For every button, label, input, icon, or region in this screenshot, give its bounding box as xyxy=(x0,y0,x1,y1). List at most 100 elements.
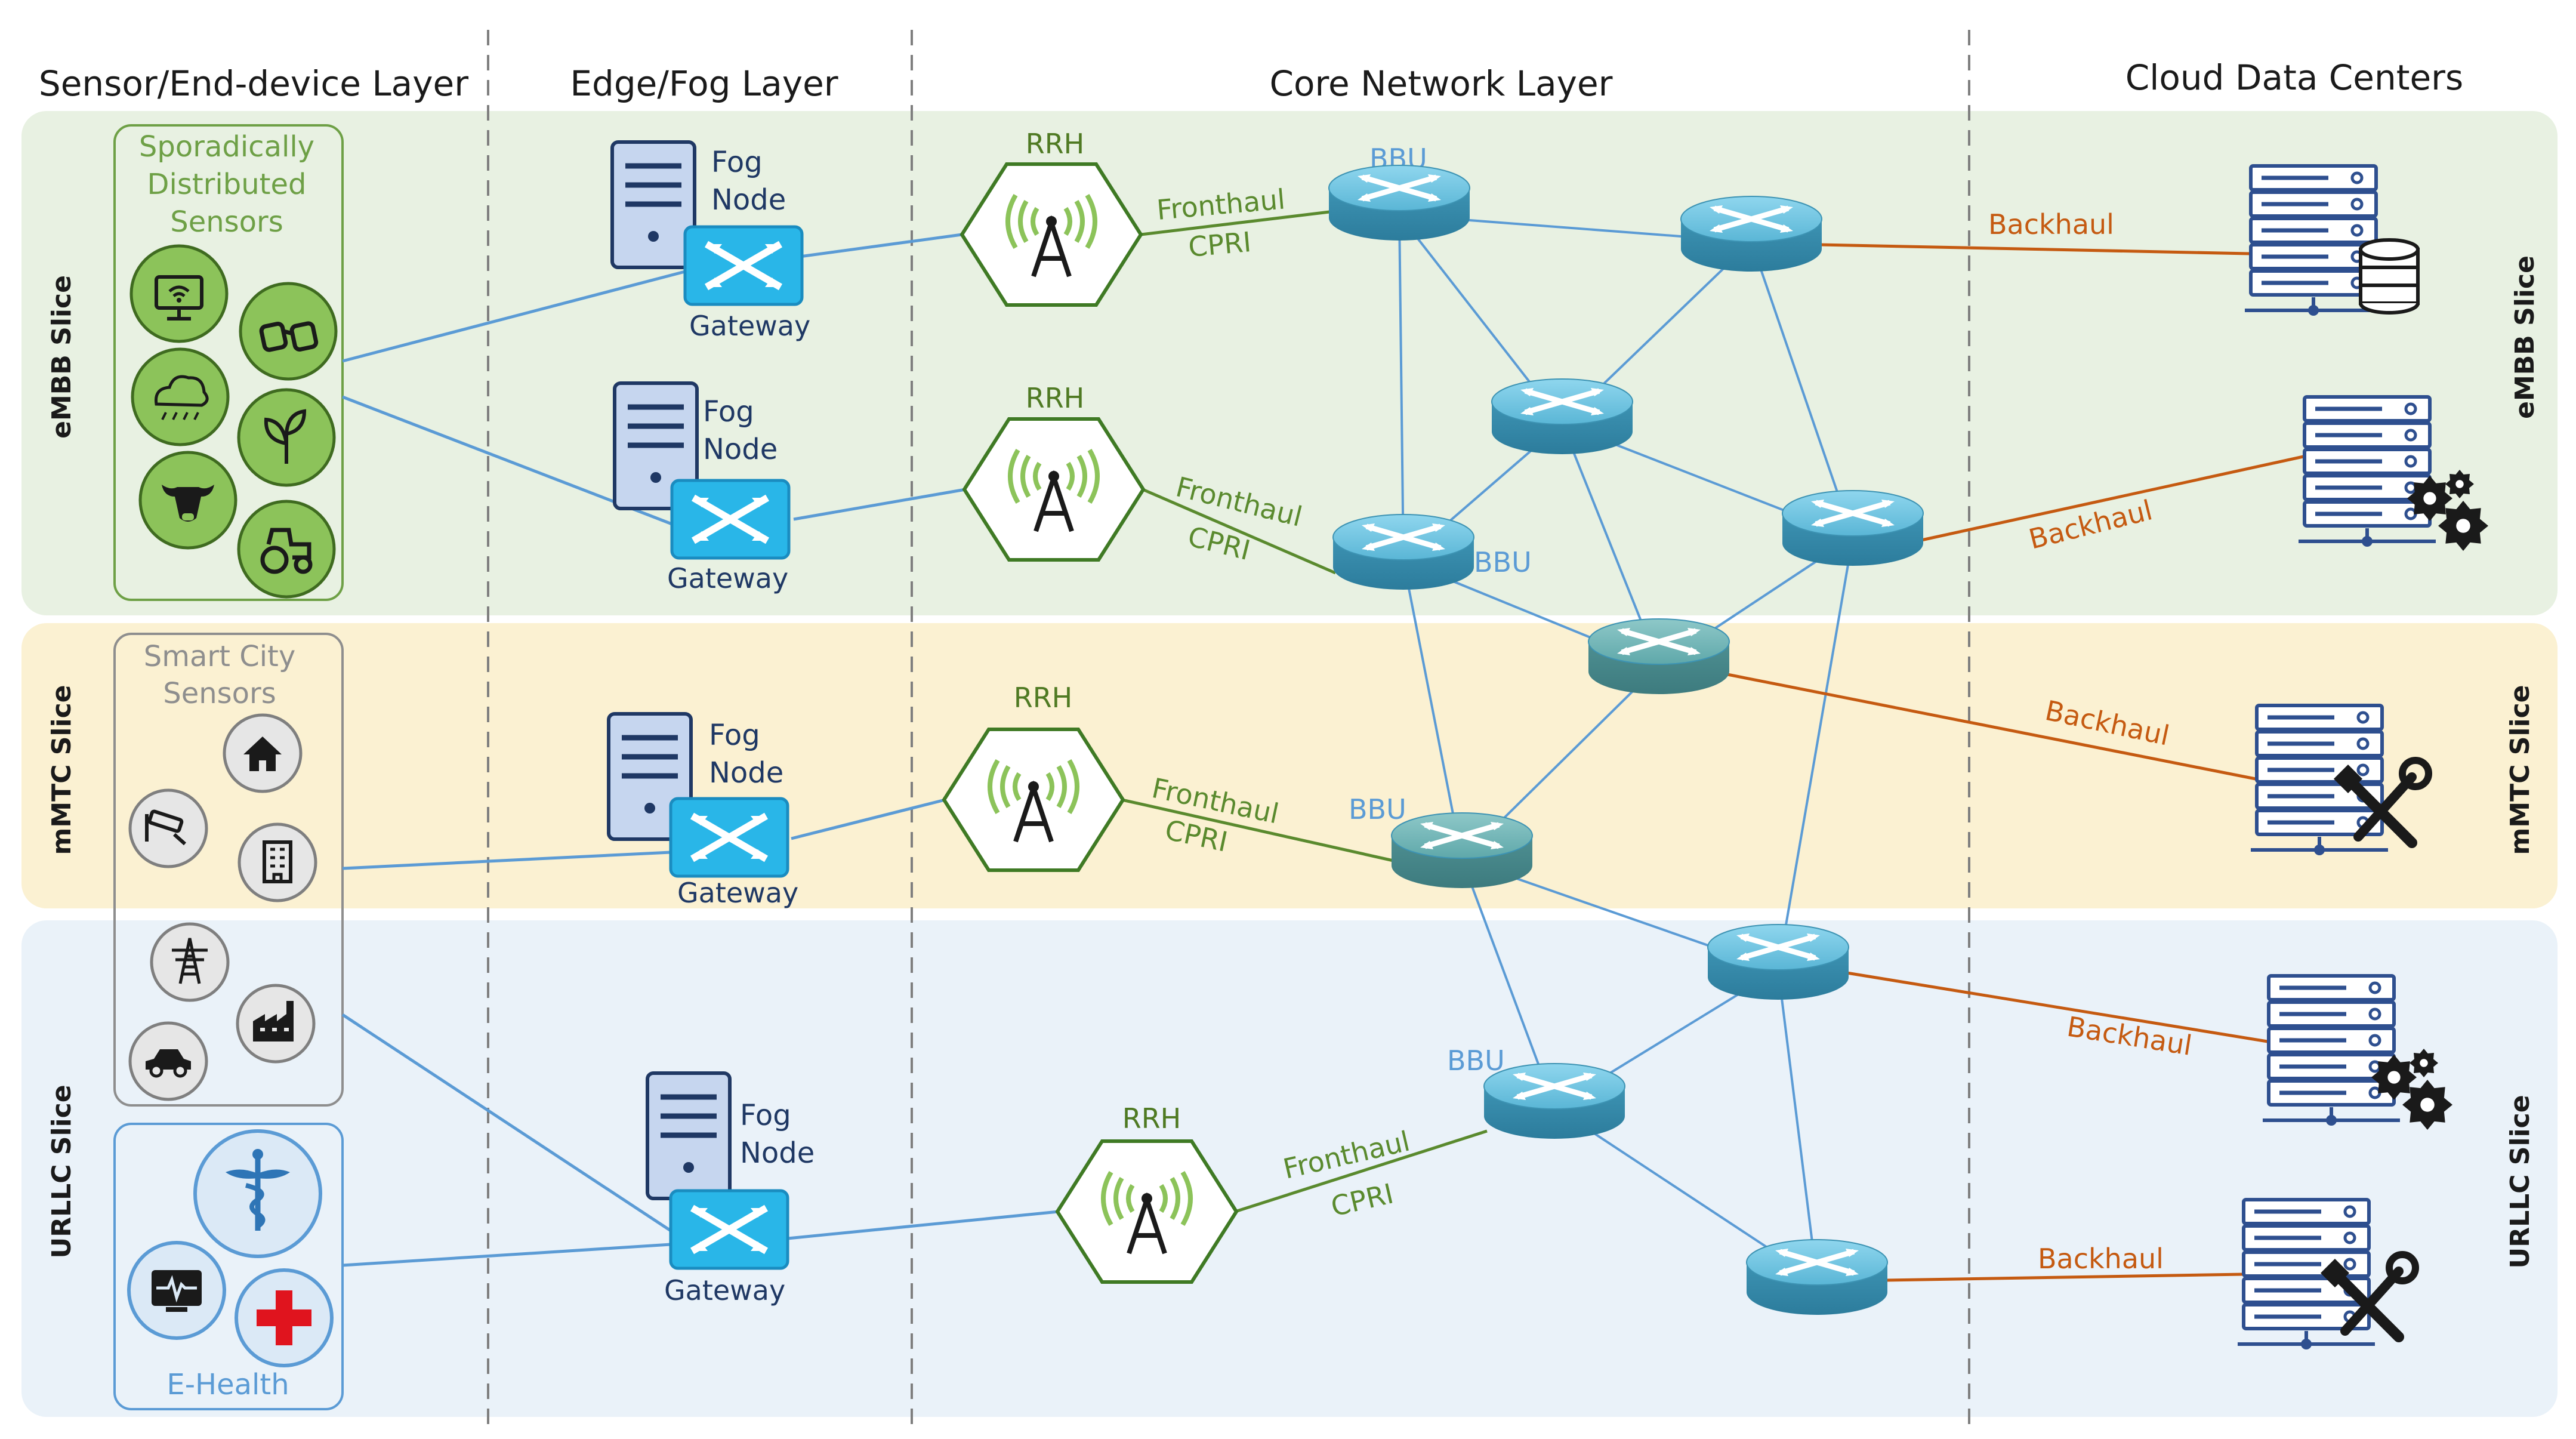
layer-title-core: Core Network Layer xyxy=(1270,63,1613,104)
mesh-r5-r6 xyxy=(1777,969,1818,1281)
antenna-tower-icon xyxy=(1101,1170,1193,1255)
car-icon xyxy=(128,1021,208,1101)
router-nodes xyxy=(1328,165,1924,1315)
layer-title-edge: Edge/Fog Layer xyxy=(570,63,838,104)
layer-title-cloud: Cloud Data Centers xyxy=(2125,57,2463,98)
power-tower-icon xyxy=(150,922,230,1002)
fronthaul-rrh1-bbu1 xyxy=(1140,210,1330,236)
router-arrows-icon xyxy=(1513,1073,1596,1100)
building-icon xyxy=(237,822,317,902)
gateway-switch-icon xyxy=(670,479,791,560)
access-links xyxy=(341,233,1059,1267)
home-icon xyxy=(223,713,303,793)
sporadic-sensor-icons xyxy=(129,244,338,599)
fronthaul-links xyxy=(1121,210,1488,1213)
cloud-nodes xyxy=(2238,164,2488,1349)
rrh-label: RRH xyxy=(1026,382,1085,414)
backhaul-r4-cloud3 xyxy=(1727,673,2256,781)
mesh-bbu1-bbu2 xyxy=(1398,214,1405,562)
gateway-label: Gateway xyxy=(677,877,798,909)
mesh-r3-r5 xyxy=(1777,537,1854,970)
plant-leaf-icon xyxy=(237,388,336,487)
rrh-3: RRH xyxy=(942,682,1125,872)
sensor-group-titles: Sporadically Distributed Sensors Smart C… xyxy=(139,130,314,1401)
slice-label-embb-left: eMBB Slice xyxy=(47,275,77,439)
red-cross-icon xyxy=(235,1268,334,1367)
link-sporadic-gw1 xyxy=(342,270,686,363)
core-router-2 xyxy=(1491,378,1633,454)
heart-monitor-icon xyxy=(127,1241,226,1340)
layer-titles: Sensor/End-device Layer Edge/Fog Layer C… xyxy=(39,57,2463,104)
link-gw1-rrh1 xyxy=(799,233,962,258)
smart-city-title-2: Sensors xyxy=(163,677,276,710)
core-router-3 xyxy=(1782,490,1924,566)
ehealth-sensors-box xyxy=(113,1123,344,1410)
backhaul-links xyxy=(1727,243,2304,1282)
link-smartcity-gw4 xyxy=(341,1013,672,1232)
gateway-label: Gateway xyxy=(667,562,788,594)
slice-labels: eMBB Slice mMTC Slice URLLC Slice eMBB S… xyxy=(47,255,2540,1268)
router-arrows-icon xyxy=(1520,388,1604,415)
backhaul-label-5: Backhaul xyxy=(2038,1243,2164,1275)
gateway-switch-icon xyxy=(683,225,804,306)
slice-label-mmtc-right: mMTC Slice xyxy=(2505,685,2535,855)
rrh-1: RRH xyxy=(960,128,1143,307)
gears-icon xyxy=(2407,470,2488,551)
layer-separators xyxy=(487,30,1970,1429)
router-arrows-icon xyxy=(1775,1249,1859,1276)
slice-label-urllc-right: URLLC Slice xyxy=(2505,1095,2535,1268)
backhaul-r6-cloud5 xyxy=(1885,1272,2244,1282)
server-rack-icon xyxy=(2299,395,2436,547)
cloud-server-5 xyxy=(2238,1198,2419,1349)
gears-icon xyxy=(2371,1049,2452,1130)
gateway-label: Gateway xyxy=(689,310,810,342)
mesh-r1-r3 xyxy=(1750,241,1854,538)
router-arrows-icon xyxy=(1358,174,1441,202)
fog-server-icon xyxy=(610,140,696,269)
gateway-label: Gateway xyxy=(664,1274,785,1306)
server-rack-icon xyxy=(2263,974,2400,1126)
link-ehealth-gw4 xyxy=(342,1243,671,1267)
fog-server-icon xyxy=(646,1071,732,1200)
bbu-router-3 xyxy=(1391,812,1533,888)
backhaul-r5-cloud4 xyxy=(1846,971,2268,1043)
router-arrows-icon xyxy=(1811,500,1895,527)
slice-label-mmtc-left: mMTC Slice xyxy=(47,685,77,855)
cloud-server-3 xyxy=(2251,704,2432,855)
core-router-6 xyxy=(1746,1239,1888,1315)
rrh-4: RRH xyxy=(1055,1102,1239,1284)
rrh-nodes: RRH RRH RRH RRH xyxy=(942,128,1239,1284)
rrh-label: RRH xyxy=(1026,128,1085,160)
fog-label: Fog xyxy=(711,146,763,179)
rain-cloud-icon xyxy=(131,347,230,446)
fog-label: Fog xyxy=(709,719,760,752)
bbu-label-3: BBU xyxy=(1349,793,1406,825)
backhaul-r3-cloud2 xyxy=(1921,455,2304,542)
fog-label: Fog xyxy=(740,1099,791,1132)
link-gw4-rrh4 xyxy=(787,1210,1059,1240)
backhaul-label-1: Backhaul xyxy=(1988,208,2114,241)
bbu-label-2: BBU xyxy=(1474,546,1532,578)
node-label: Node xyxy=(711,183,786,217)
server-rack-icon xyxy=(2238,1198,2375,1349)
antenna-tower-icon xyxy=(1005,193,1097,278)
server-rack-icon xyxy=(2245,164,2382,316)
ehealth-title: E-Health xyxy=(166,1368,289,1401)
cctv-camera-icon xyxy=(128,788,208,868)
cpri-label-1: CPRI xyxy=(1187,226,1252,263)
tractor-icon xyxy=(237,500,336,599)
ehealth-icons xyxy=(127,1129,334,1367)
router-arrows-icon xyxy=(1420,822,1504,849)
rrh-2: RRH xyxy=(962,382,1146,562)
sporadic-title-1: Sporadically xyxy=(139,130,314,164)
fronthaul-rrh3-bbu3 xyxy=(1121,798,1394,862)
link-labels: Fronthaul CPRI Fronthaul CPRI Fronthaul … xyxy=(1149,143,2194,1275)
core-router-1 xyxy=(1680,196,1822,272)
sporadic-title-2: Distributed xyxy=(147,168,307,201)
core-router-5 xyxy=(1707,924,1849,1000)
